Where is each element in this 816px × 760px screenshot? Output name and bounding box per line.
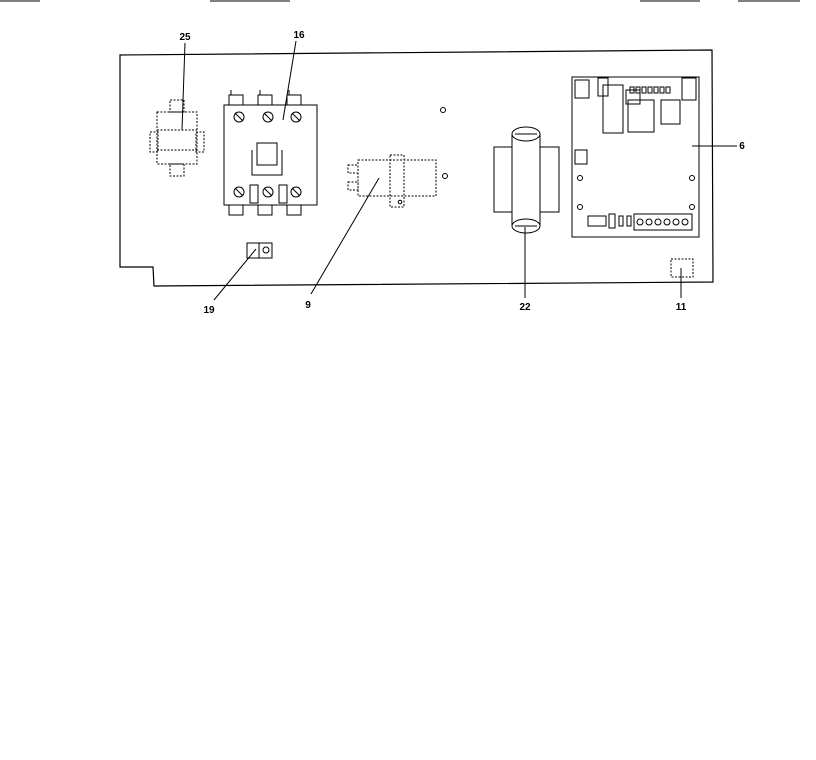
leader-lines bbox=[181, 40, 737, 301]
callout-11: 11 bbox=[676, 302, 687, 313]
callout-6: 6 bbox=[739, 141, 745, 152]
part-11-block bbox=[670, 258, 694, 278]
control-panel bbox=[119, 49, 714, 287]
part-6-circuit-board bbox=[571, 76, 700, 238]
callout-25: 25 bbox=[179, 32, 191, 43]
part-16-contactor bbox=[223, 90, 318, 216]
callout-9: 9 bbox=[305, 300, 311, 311]
mounting-hole bbox=[442, 173, 448, 179]
part-22-transformer bbox=[493, 126, 560, 234]
part-9-capacitor bbox=[347, 154, 437, 208]
callout-22: 22 bbox=[519, 302, 531, 313]
part-25-transformer bbox=[149, 99, 205, 177]
callout-16: 16 bbox=[293, 30, 305, 41]
callout-19: 19 bbox=[203, 305, 215, 316]
part-19-clip bbox=[246, 242, 273, 259]
mounting-hole bbox=[440, 107, 446, 113]
